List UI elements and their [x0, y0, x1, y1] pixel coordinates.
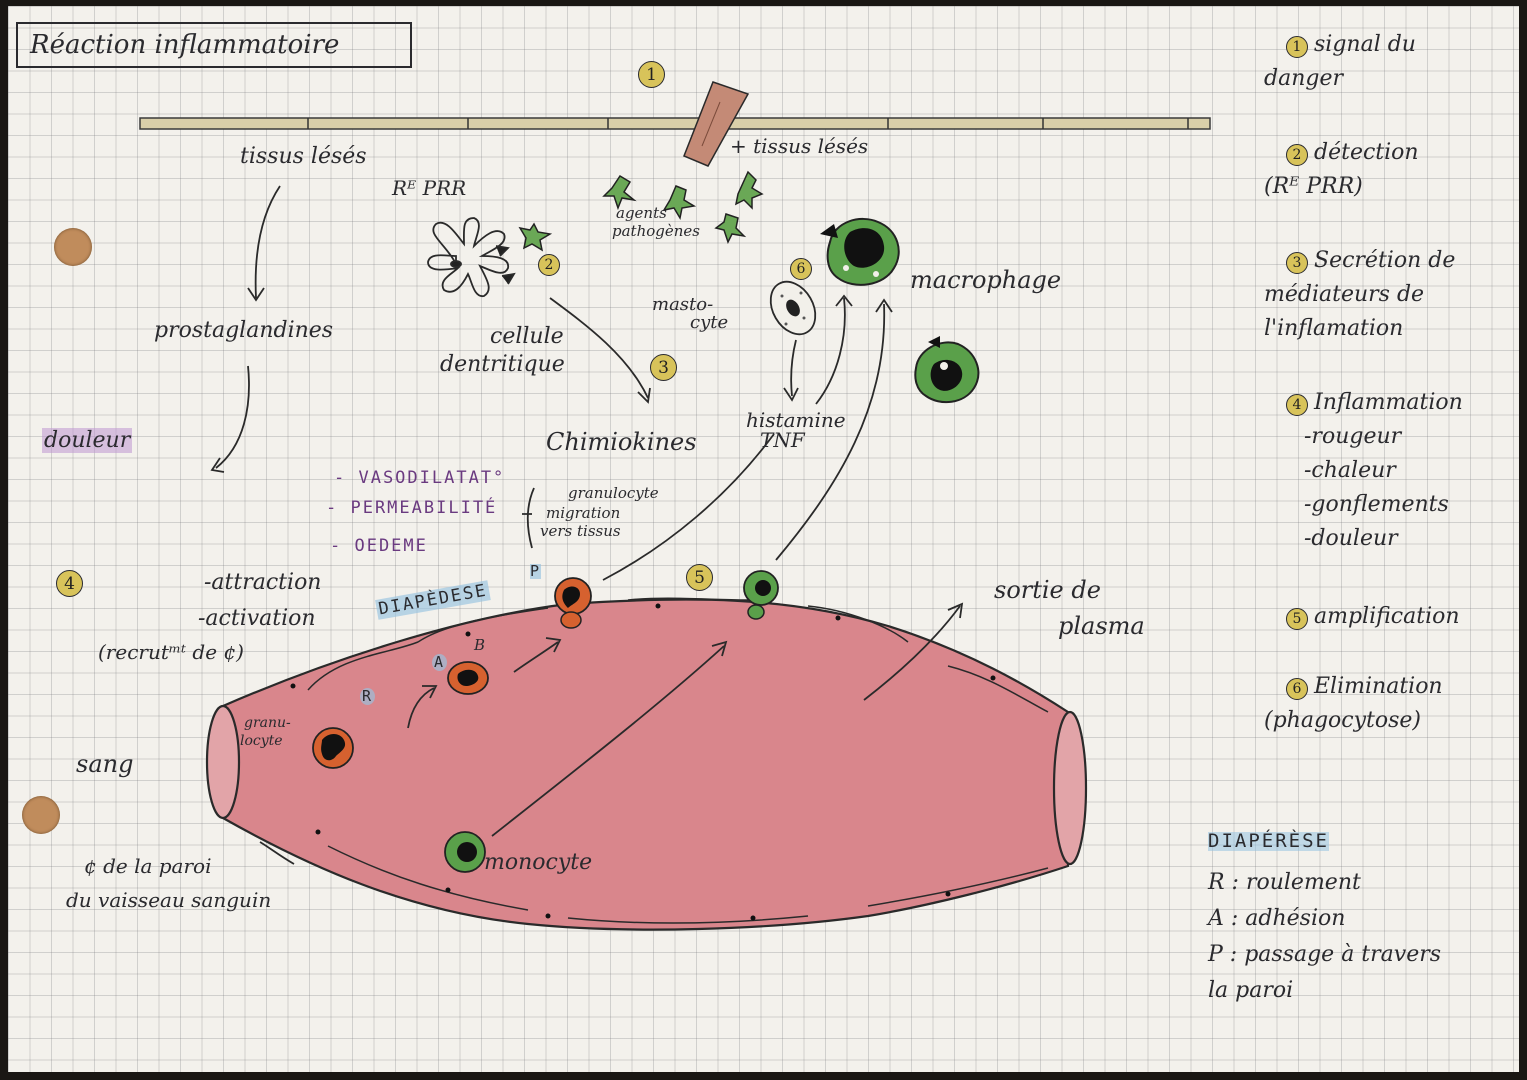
label-mastocyte-1: masto-	[652, 294, 714, 315]
label-paroi-2: du vaisseau sanguin	[66, 888, 272, 912]
label-vasodilatat: - VASODILATAT°	[334, 468, 506, 488]
legend-marker-6: 6	[1286, 678, 1308, 700]
splinter-icon	[683, 81, 750, 167]
label-monocyte: monocyte	[484, 850, 593, 875]
granulocyte-adhesion-icon	[447, 661, 489, 695]
mastocyte-icon	[769, 280, 817, 336]
legend-diapedese-title: DIAPÉRÈSE	[1208, 830, 1329, 852]
legend-item-4-line-2: -rougeur	[1304, 424, 1402, 449]
granulocyte-passage-icon	[554, 577, 592, 629]
page-title: Réaction inflammatoire	[30, 30, 340, 60]
legend-diapedese-p2: la paroi	[1208, 978, 1294, 1003]
label-recrutement: (recrutᵐᵗ de ¢)	[98, 640, 244, 664]
macrophage-2-icon	[914, 336, 980, 404]
legend-diapedese-a: A : adhésion	[1208, 906, 1346, 931]
legend-marker-2: 2	[1286, 144, 1308, 166]
granulocyte-icon	[312, 727, 354, 769]
label-tissus-leses: tissus lésés	[240, 144, 367, 169]
label-chimiokines: Chimiokines	[546, 428, 697, 456]
pathogens	[518, 170, 764, 252]
label-dentritique: dentritique	[440, 352, 565, 377]
legend-item-2-line-1: détection	[1314, 140, 1419, 165]
label-re-prr: Rᴱ PRR	[392, 176, 467, 200]
legend-marker-5: 5	[1286, 608, 1308, 630]
label-granu-1: granu-	[244, 715, 291, 731]
label-histamine: histamine	[746, 408, 846, 432]
label-migration: migration	[546, 504, 621, 522]
title-box	[16, 22, 412, 68]
marker-4: 4	[56, 570, 83, 597]
tissue-surface	[139, 117, 1211, 130]
legend-item-3-line-2: médiateurs de	[1264, 282, 1425, 307]
legend-item-6-line-2: (phagocytose)	[1264, 708, 1422, 733]
marker-1: 1	[638, 61, 665, 88]
legend-item-4-line-1: Inflammation	[1314, 390, 1463, 415]
label-mastocyte-2: cyte	[690, 312, 729, 333]
label-sortie: sortie de	[994, 576, 1101, 604]
label-vers-tissus: vers tissus	[540, 522, 621, 540]
legend-item-4-line-3: -chaleur	[1304, 458, 1396, 483]
label-tissus-leses-plus: + tissus lésés	[730, 134, 869, 158]
legend-marker-3: 3	[1286, 252, 1308, 274]
legend-item-1-line-2: danger	[1264, 66, 1343, 91]
marker-6: 6	[790, 258, 812, 280]
label-prostaglandines: prostaglandines	[154, 318, 334, 343]
marker-5: 5	[686, 564, 713, 591]
legend-item-4-line-4: -gonflements	[1304, 492, 1449, 517]
douleur-text: douleur	[42, 428, 133, 453]
legend-diapedese-r: R : roulement	[1208, 870, 1361, 895]
binder-hole	[22, 796, 60, 834]
legend-diapedese-p: P : passage à travers	[1208, 942, 1442, 967]
label-paroi-1: ¢ de la paroi	[84, 854, 212, 878]
label-pathogenes: pathogènes	[612, 222, 700, 240]
legend-item-3-line-3: l'inflamation	[1264, 316, 1404, 341]
legend-marker-1: 1	[1286, 36, 1308, 58]
label-cellule: cellule	[490, 324, 564, 349]
label-activation: -activation	[198, 606, 316, 631]
legend-marker-4: 4	[1286, 394, 1308, 416]
arrows	[210, 185, 964, 865]
legend-item-6-line-1: Elimination	[1314, 674, 1443, 699]
legend-item-4-line-5: -douleur	[1304, 526, 1398, 551]
label-granulocyte: granulocyte	[568, 484, 659, 502]
marker-3: 3	[650, 354, 677, 381]
notebook-page: Réaction inflammatoire 1 2 3 6 4 5 tissu…	[8, 6, 1519, 1072]
label-permeabilite: - PERMEABILITÉ	[326, 498, 498, 518]
label-granu-2: locyte	[240, 733, 283, 749]
monocyte-passage-icon	[743, 570, 779, 620]
legend-item-3-line-1: Secrétion de	[1314, 248, 1456, 273]
label-plasma: plasma	[1058, 612, 1145, 640]
diagram-canvas	[139, 81, 1211, 931]
label-b: B	[474, 636, 486, 654]
label-p: P	[530, 562, 542, 580]
label-agents: agents	[616, 204, 667, 222]
label-a: A	[432, 653, 448, 671]
marker-2: 2	[538, 254, 560, 276]
label-attraction: -attraction	[204, 570, 322, 595]
label-tnf: TNF	[760, 428, 805, 452]
monocyte-icon	[444, 831, 486, 873]
binder-hole	[54, 228, 92, 266]
legend-item-1-line-1: signal du	[1314, 32, 1416, 57]
label-oedeme: - OEDEME	[330, 536, 428, 556]
blood-vessel	[205, 597, 1088, 931]
dendritic-cell-icon	[427, 217, 516, 297]
label-r: R	[360, 687, 376, 705]
legend-item-5-line-1: amplification	[1314, 604, 1460, 629]
macrophage-icon	[820, 217, 900, 286]
label-douleur: douleur	[42, 428, 133, 453]
legend-item-2-line-2: (Rᴱ PRR)	[1264, 174, 1363, 199]
label-sang: sang	[76, 750, 134, 778]
label-macrophage: macrophage	[910, 266, 1062, 294]
